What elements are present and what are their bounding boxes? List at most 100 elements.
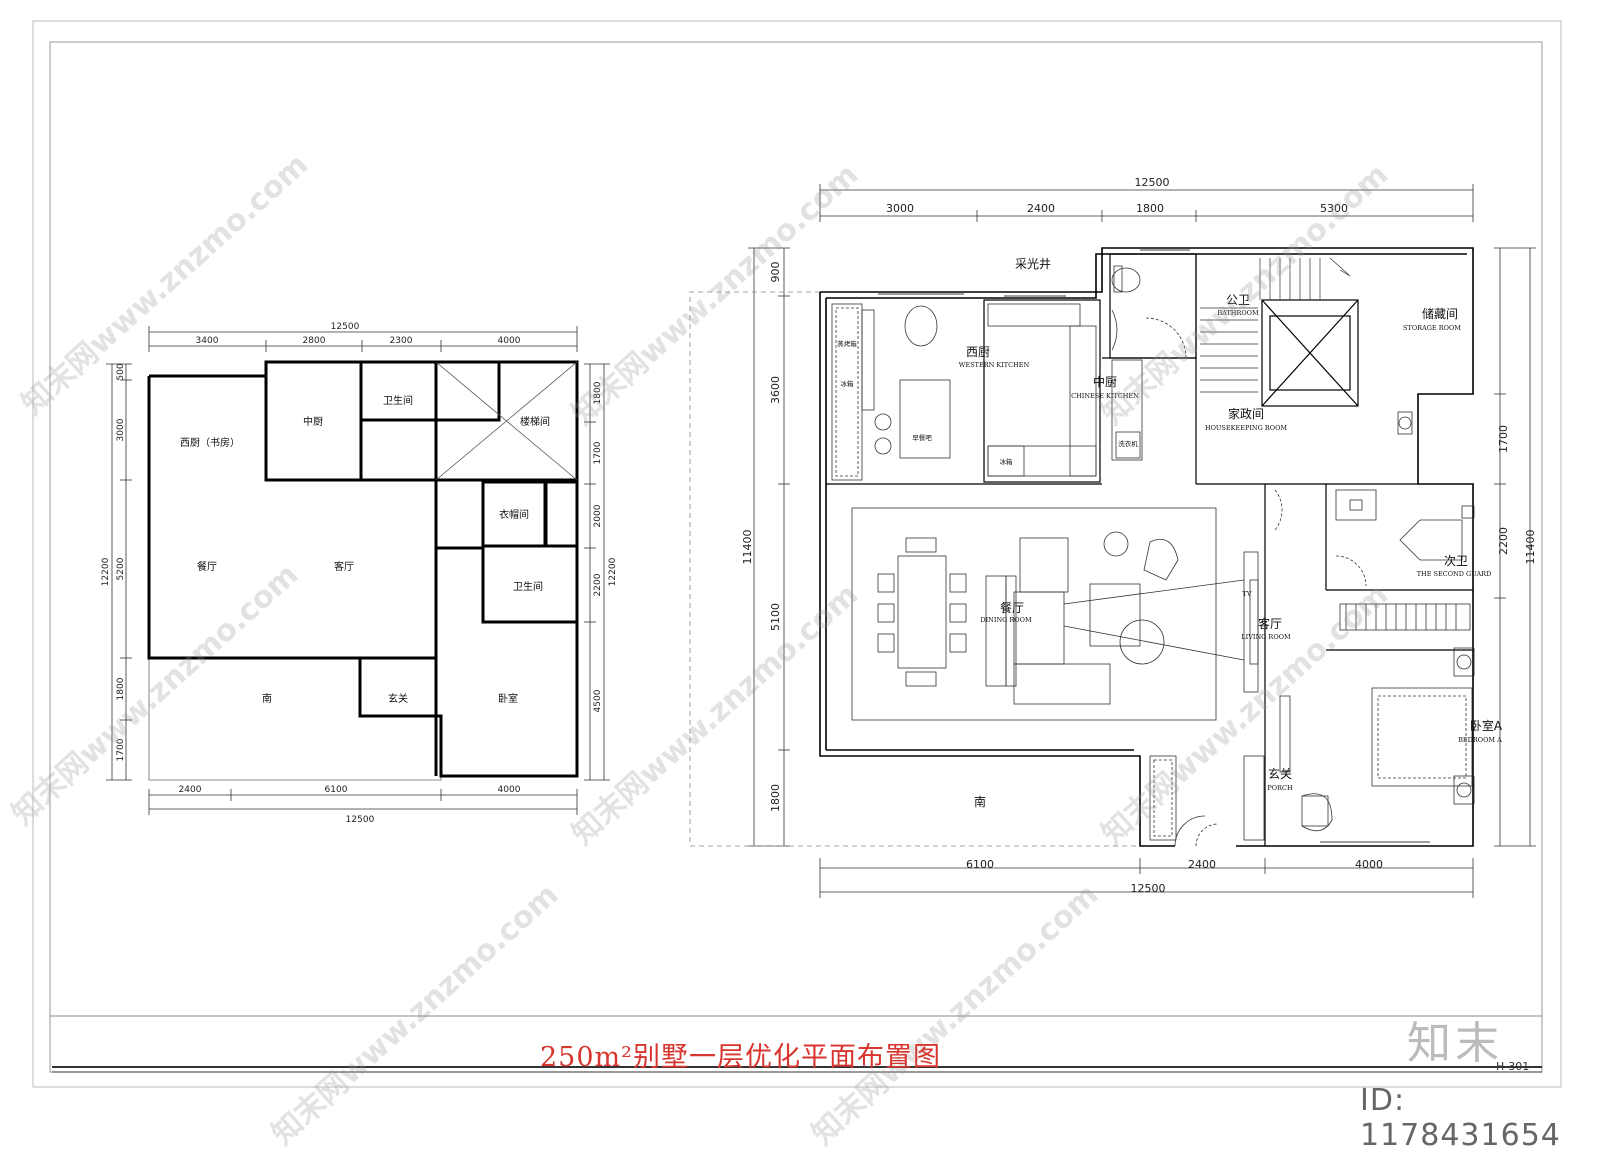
right-room-housekeeping-en: HOUSEKEEPING ROOM xyxy=(1205,424,1287,432)
left-room-bathroom2: 卫生间 xyxy=(513,580,543,593)
right-room-bedroom: 卧室A xyxy=(1470,718,1503,733)
right-room-housekeeping: 家政间 xyxy=(1228,406,1264,421)
right-left-seg-3: 1800 xyxy=(769,784,782,812)
left-room-bathroom: 卫生间 xyxy=(383,394,413,407)
left-room-stairwell: 楼梯间 xyxy=(520,415,550,428)
left-top-total: 12500 xyxy=(331,322,360,332)
right-label-steamer-oven: 蒸烤箱 xyxy=(837,339,857,348)
right-top-total: 12500 xyxy=(1135,176,1170,189)
left-top-seg-1: 2800 xyxy=(303,336,326,346)
right-room-living-en: LIVING ROOM xyxy=(1241,633,1291,641)
left-room-living: 客厅 xyxy=(334,560,354,573)
left-right-seg-0: 1800 xyxy=(593,381,603,404)
right-room-chinese-kitchen: 中厨 xyxy=(1093,374,1117,389)
brand-logo: 知末 xyxy=(1407,1018,1503,1069)
right-room-porch: 玄关 xyxy=(1268,766,1292,781)
left-room-western-kitchen: 西厨（书房） xyxy=(180,436,240,449)
right-label-tv: TV xyxy=(1242,590,1251,598)
right-room-public-bath-en: BATHROOM xyxy=(1217,309,1259,317)
right-bottom-seg-2: 4000 xyxy=(1355,858,1383,871)
page-title: 250m²别墅一层优化平面布置图 xyxy=(540,1042,941,1073)
right-right-dims xyxy=(1494,247,1536,847)
right-top-seg-0: 3000 xyxy=(886,202,914,215)
left-left-seg-3: 1800 xyxy=(116,677,126,700)
left-room-dining: 餐厅 xyxy=(197,560,217,573)
left-top-seg-0: 3400 xyxy=(196,336,219,346)
right-windows xyxy=(878,249,1430,843)
right-stairs xyxy=(1200,257,1351,393)
left-right-dims xyxy=(584,363,610,781)
right-label-fridge-2: 冰箱 xyxy=(1000,457,1014,466)
left-bottom-seg-1: 6100 xyxy=(325,785,348,795)
left-top-seg-2: 2300 xyxy=(390,336,413,346)
right-room-lightwell: 采光井 xyxy=(1015,257,1051,271)
right-top-seg-1: 2400 xyxy=(1027,202,1055,215)
right-plan xyxy=(689,184,1536,898)
image-id: ID: 1178431654 xyxy=(1360,1083,1561,1153)
right-label-washer: 洗衣机 xyxy=(1118,439,1138,448)
left-right-seg-1: 1700 xyxy=(593,441,603,464)
right-bedroom-furniture xyxy=(1274,489,1475,805)
right-left-total: 11400 xyxy=(741,530,754,565)
right-top-seg-3: 5300 xyxy=(1320,202,1348,215)
right-top-seg-2: 1800 xyxy=(1136,202,1164,215)
right-room-dining-en: DINING ROOM xyxy=(980,616,1032,624)
left-room-south: 南 xyxy=(262,692,272,705)
left-plan xyxy=(106,326,610,815)
left-right-total: 12200 xyxy=(608,557,618,586)
right-room-porch-en: PORCH xyxy=(1267,784,1293,792)
left-room-chinese-kitchen: 中厨 xyxy=(303,415,323,428)
left-walls xyxy=(147,360,579,778)
right-living-furniture xyxy=(851,507,1333,847)
right-left-seg-1: 3600 xyxy=(769,376,782,404)
right-right-seg-0: 1700 xyxy=(1497,425,1510,453)
left-left-seg-4: 1700 xyxy=(116,738,126,761)
right-room-dining: 餐厅 xyxy=(1000,600,1024,615)
left-bottom-seg-0: 2400 xyxy=(179,785,202,795)
right-left-seg-0: 900 xyxy=(769,262,782,283)
drawing-code: H-301 xyxy=(1496,1060,1530,1073)
left-room-bedroom: 卧室 xyxy=(498,692,518,705)
right-bottom-dims xyxy=(819,858,1474,898)
right-interior-walls xyxy=(826,253,1473,846)
right-top-dims xyxy=(819,184,1474,222)
left-top-seg-3: 4000 xyxy=(498,336,521,346)
right-right-total: 11400 xyxy=(1524,530,1537,565)
left-left-seg-0: 500 xyxy=(116,363,126,380)
right-room-western-kitchen: 西厨 xyxy=(966,345,990,359)
right-room-storage: 储藏间 xyxy=(1422,306,1458,321)
sheet-outer-border xyxy=(32,20,1562,1088)
left-right-seg-3: 2200 xyxy=(593,573,603,596)
right-room-storage-en: STORAGE ROOM xyxy=(1403,324,1461,332)
right-outer-walls xyxy=(819,247,1474,847)
right-label-breakfast-bar: 早餐吧 xyxy=(912,433,932,442)
right-left-seg-2: 5100 xyxy=(769,603,782,631)
left-bottom-dims xyxy=(148,789,578,815)
right-bottom-seg-0: 6100 xyxy=(966,858,994,871)
left-top-dims xyxy=(148,326,578,352)
right-terrace-dashed xyxy=(689,291,1140,847)
right-bottom-total: 12500 xyxy=(1131,882,1166,895)
right-room-bedroom-en: BEDROOM A xyxy=(1458,736,1502,744)
left-room-cloakroom: 衣帽间 xyxy=(499,508,529,521)
right-bottom-seg-1: 2400 xyxy=(1188,858,1216,871)
right-left-dims xyxy=(748,247,790,847)
right-room-chinese-kitchen-en: CHINESE KITCHEN xyxy=(1071,392,1139,400)
left-left-dims xyxy=(106,363,132,781)
left-right-seg-2: 2000 xyxy=(593,504,603,527)
right-room-second-bath: 次卫 xyxy=(1444,554,1468,568)
right-room-public-bath: 公卫 xyxy=(1226,293,1250,307)
right-room-second-bath-en: THE SECOND GUARD xyxy=(1417,570,1492,578)
left-room-entrance: 玄关 xyxy=(388,692,408,705)
right-room-living: 客厅 xyxy=(1258,616,1282,631)
left-right-seg-4: 4500 xyxy=(593,689,603,712)
left-left-seg-1: 3000 xyxy=(116,418,126,441)
right-room-south: 南 xyxy=(974,794,986,809)
right-kitchen-furniture xyxy=(831,265,1413,481)
left-stair-cross xyxy=(435,361,578,481)
left-bottom-total: 12500 xyxy=(346,815,375,825)
left-bottom-seg-2: 4000 xyxy=(498,785,521,795)
left-left-total: 12200 xyxy=(101,557,111,586)
right-right-seg-1: 2200 xyxy=(1497,527,1510,555)
